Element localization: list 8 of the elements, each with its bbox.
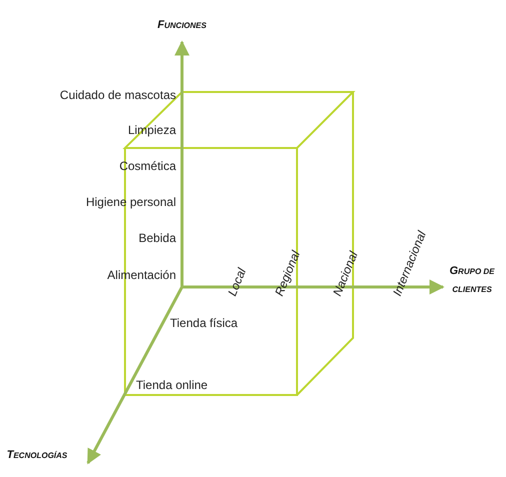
axis-title: TECNOLOGÍAS xyxy=(6,448,68,463)
category-label: Local xyxy=(225,266,249,298)
category-label: Bebida xyxy=(138,231,176,245)
category-label: Tienda física xyxy=(170,316,238,330)
category-label: Cuidado de mascotas xyxy=(58,88,176,102)
category-label: Tienda online xyxy=(136,378,208,392)
axis-title: GRUPO DE CLIENTES xyxy=(448,264,496,296)
axis-title: FUNCIONES xyxy=(156,18,208,33)
